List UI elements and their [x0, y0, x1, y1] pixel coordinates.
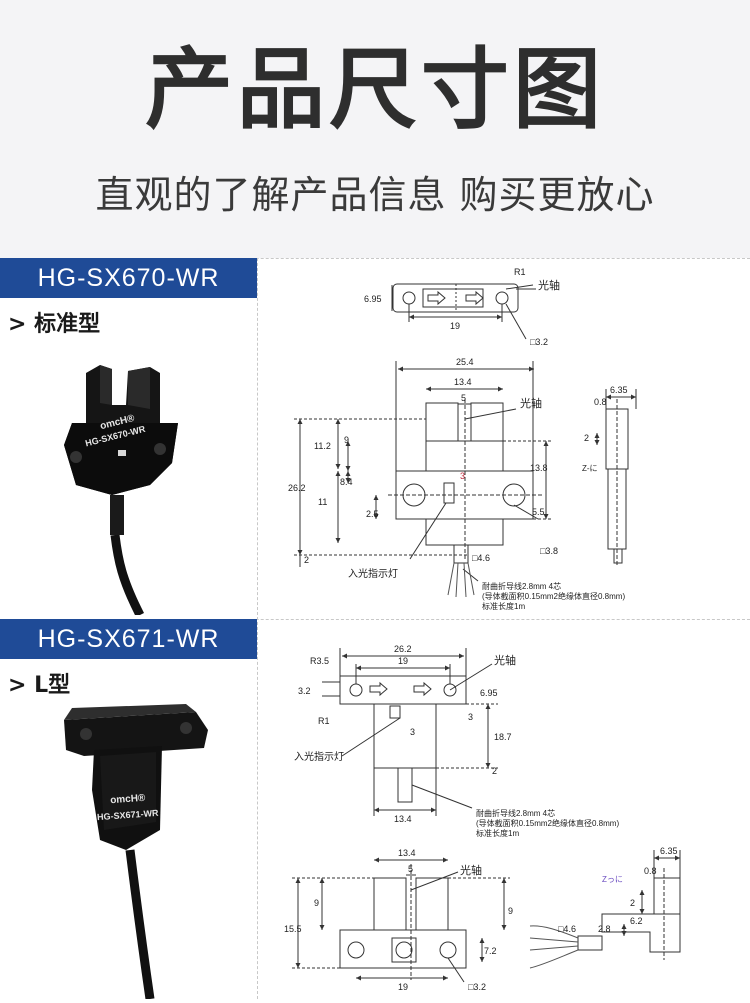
page-title: 产品尺寸图: [144, 38, 605, 141]
dim-19: 19: [450, 321, 460, 331]
dim-13-4: 13.4: [454, 377, 472, 387]
product-photo-sx670: omcH® HG-SX670-WR: [0, 345, 257, 618]
type-label-standard: > 标准型: [8, 312, 101, 337]
mark-z: Z-に: [582, 464, 598, 473]
dim-26-2: 26.2: [394, 644, 412, 654]
dim-2-8: 2.8: [598, 924, 611, 934]
dim-3a: 3: [468, 712, 473, 722]
dim-13-8: 13.8: [530, 463, 548, 473]
axis-label: 光轴: [494, 653, 516, 667]
cable-note-3: 标准长度1m: [482, 601, 525, 611]
hero-banner: 产品尺寸图 直观的了解产品信息 购买更放心: [0, 0, 750, 258]
dim-11: 11: [318, 497, 327, 507]
dim-11-2: 11.2: [314, 441, 331, 451]
dim-2-5: 2.5: [366, 509, 379, 519]
dim-3-2: 3.2: [298, 686, 311, 696]
dim-25-4: 25.4: [456, 357, 474, 367]
dim-hole-3-2: □3.2: [468, 982, 486, 992]
product-text: HG-SX671-WR: [97, 808, 160, 822]
cable-note-3: 标准长度1m: [476, 828, 519, 838]
dim-9a: 9: [314, 898, 319, 908]
dim-15-5: 15.5: [284, 924, 302, 934]
dim-2: 2: [304, 555, 309, 565]
dim-3: 3: [460, 471, 465, 481]
dim-2: 2: [492, 766, 497, 776]
divider-middle: [0, 619, 750, 620]
cable-note-1: 耐曲折导线2.8mm 4芯: [482, 581, 561, 591]
dim-r1: R1: [318, 716, 330, 726]
divider-top: [0, 258, 750, 259]
dim-7-2: 7.2: [484, 946, 497, 956]
brand-text: omcH®: [110, 793, 146, 806]
product-photo-sx671: omcH® HG-SX671-WR: [0, 700, 257, 1000]
cable: [125, 849, 155, 1000]
led-label: 入光指示灯: [348, 567, 398, 580]
divider-vertical: [257, 258, 258, 999]
dim-13-4-front: 13.4: [398, 848, 416, 858]
dim-0-8: 0.8: [594, 397, 607, 407]
axis-label: 光轴: [538, 278, 560, 292]
dim-5: 5: [408, 864, 413, 874]
dim-2-side: 2: [630, 898, 635, 908]
led-label: 入光指示灯: [294, 750, 344, 763]
model-bar-sx671: HG-SX671-WR: [0, 619, 257, 659]
dim-19: 19: [398, 656, 408, 666]
axis-label: 光轴: [520, 396, 542, 410]
dim-19-front: 19: [398, 982, 408, 992]
model-bar-sx670: HG-SX670-WR: [0, 258, 257, 298]
dim-18-7: 18.7: [494, 732, 512, 742]
dim-26-2: 26.2: [288, 483, 306, 493]
dim-hole-3-2: □3.2: [530, 337, 548, 347]
type-label-l: > L型: [8, 673, 71, 698]
dim-r1: R1: [514, 267, 526, 277]
dim-6-95: 6.95: [480, 688, 498, 698]
dimension-drawing-sx670: R1 光轴 6.95 19 □3.2 25.4 13.4 5 光轴 11.2 9…: [258, 259, 750, 623]
dim-9: 9: [344, 435, 349, 445]
page-subtitle: 直观的了解产品信息 购买更放心: [95, 173, 655, 217]
dim-13-4: 13.4: [394, 814, 412, 824]
dim-2: 2: [584, 433, 589, 443]
dim-6-35: 6.35: [660, 846, 678, 856]
dim-8-4: 8.4: [340, 477, 353, 487]
dim-cable-4-6: □4.6: [472, 553, 490, 563]
mark-z: Zっに: [602, 875, 623, 884]
dim-3b: 3: [410, 727, 415, 737]
dim-6-35: 6.35: [610, 385, 628, 395]
cable-note-2: (导体截面积0.15mm2绝缘体直径0.8mm): [482, 591, 625, 601]
dim-6-95: 6.95: [364, 294, 382, 304]
cable-note-1: 耐曲折导线2.8mm 4芯: [476, 808, 555, 818]
dim-hole-3-8: □3.8: [540, 546, 558, 556]
dim-5-5: 5.5: [532, 507, 545, 517]
dim-9b: 9: [508, 906, 513, 916]
dim-0-8: 0.8: [644, 866, 657, 876]
dim-r3-5: R3.5: [310, 656, 329, 666]
dim-5: 5: [461, 393, 466, 403]
cable: [110, 534, 145, 618]
cable-note-2: (导体截面积0.15mm2绝缘体直径0.8mm): [476, 818, 619, 828]
sensor-body: [64, 712, 208, 756]
dimension-drawing-sx671: 26.2 19 光轴 R3.5 3.2 6.95 R1 3 3 18.7 入光指…: [258, 620, 750, 1003]
dim-6-2: 6.2: [630, 916, 643, 926]
axis-label: 光轴: [460, 863, 482, 877]
dim-4-6: □4.6: [558, 924, 576, 934]
